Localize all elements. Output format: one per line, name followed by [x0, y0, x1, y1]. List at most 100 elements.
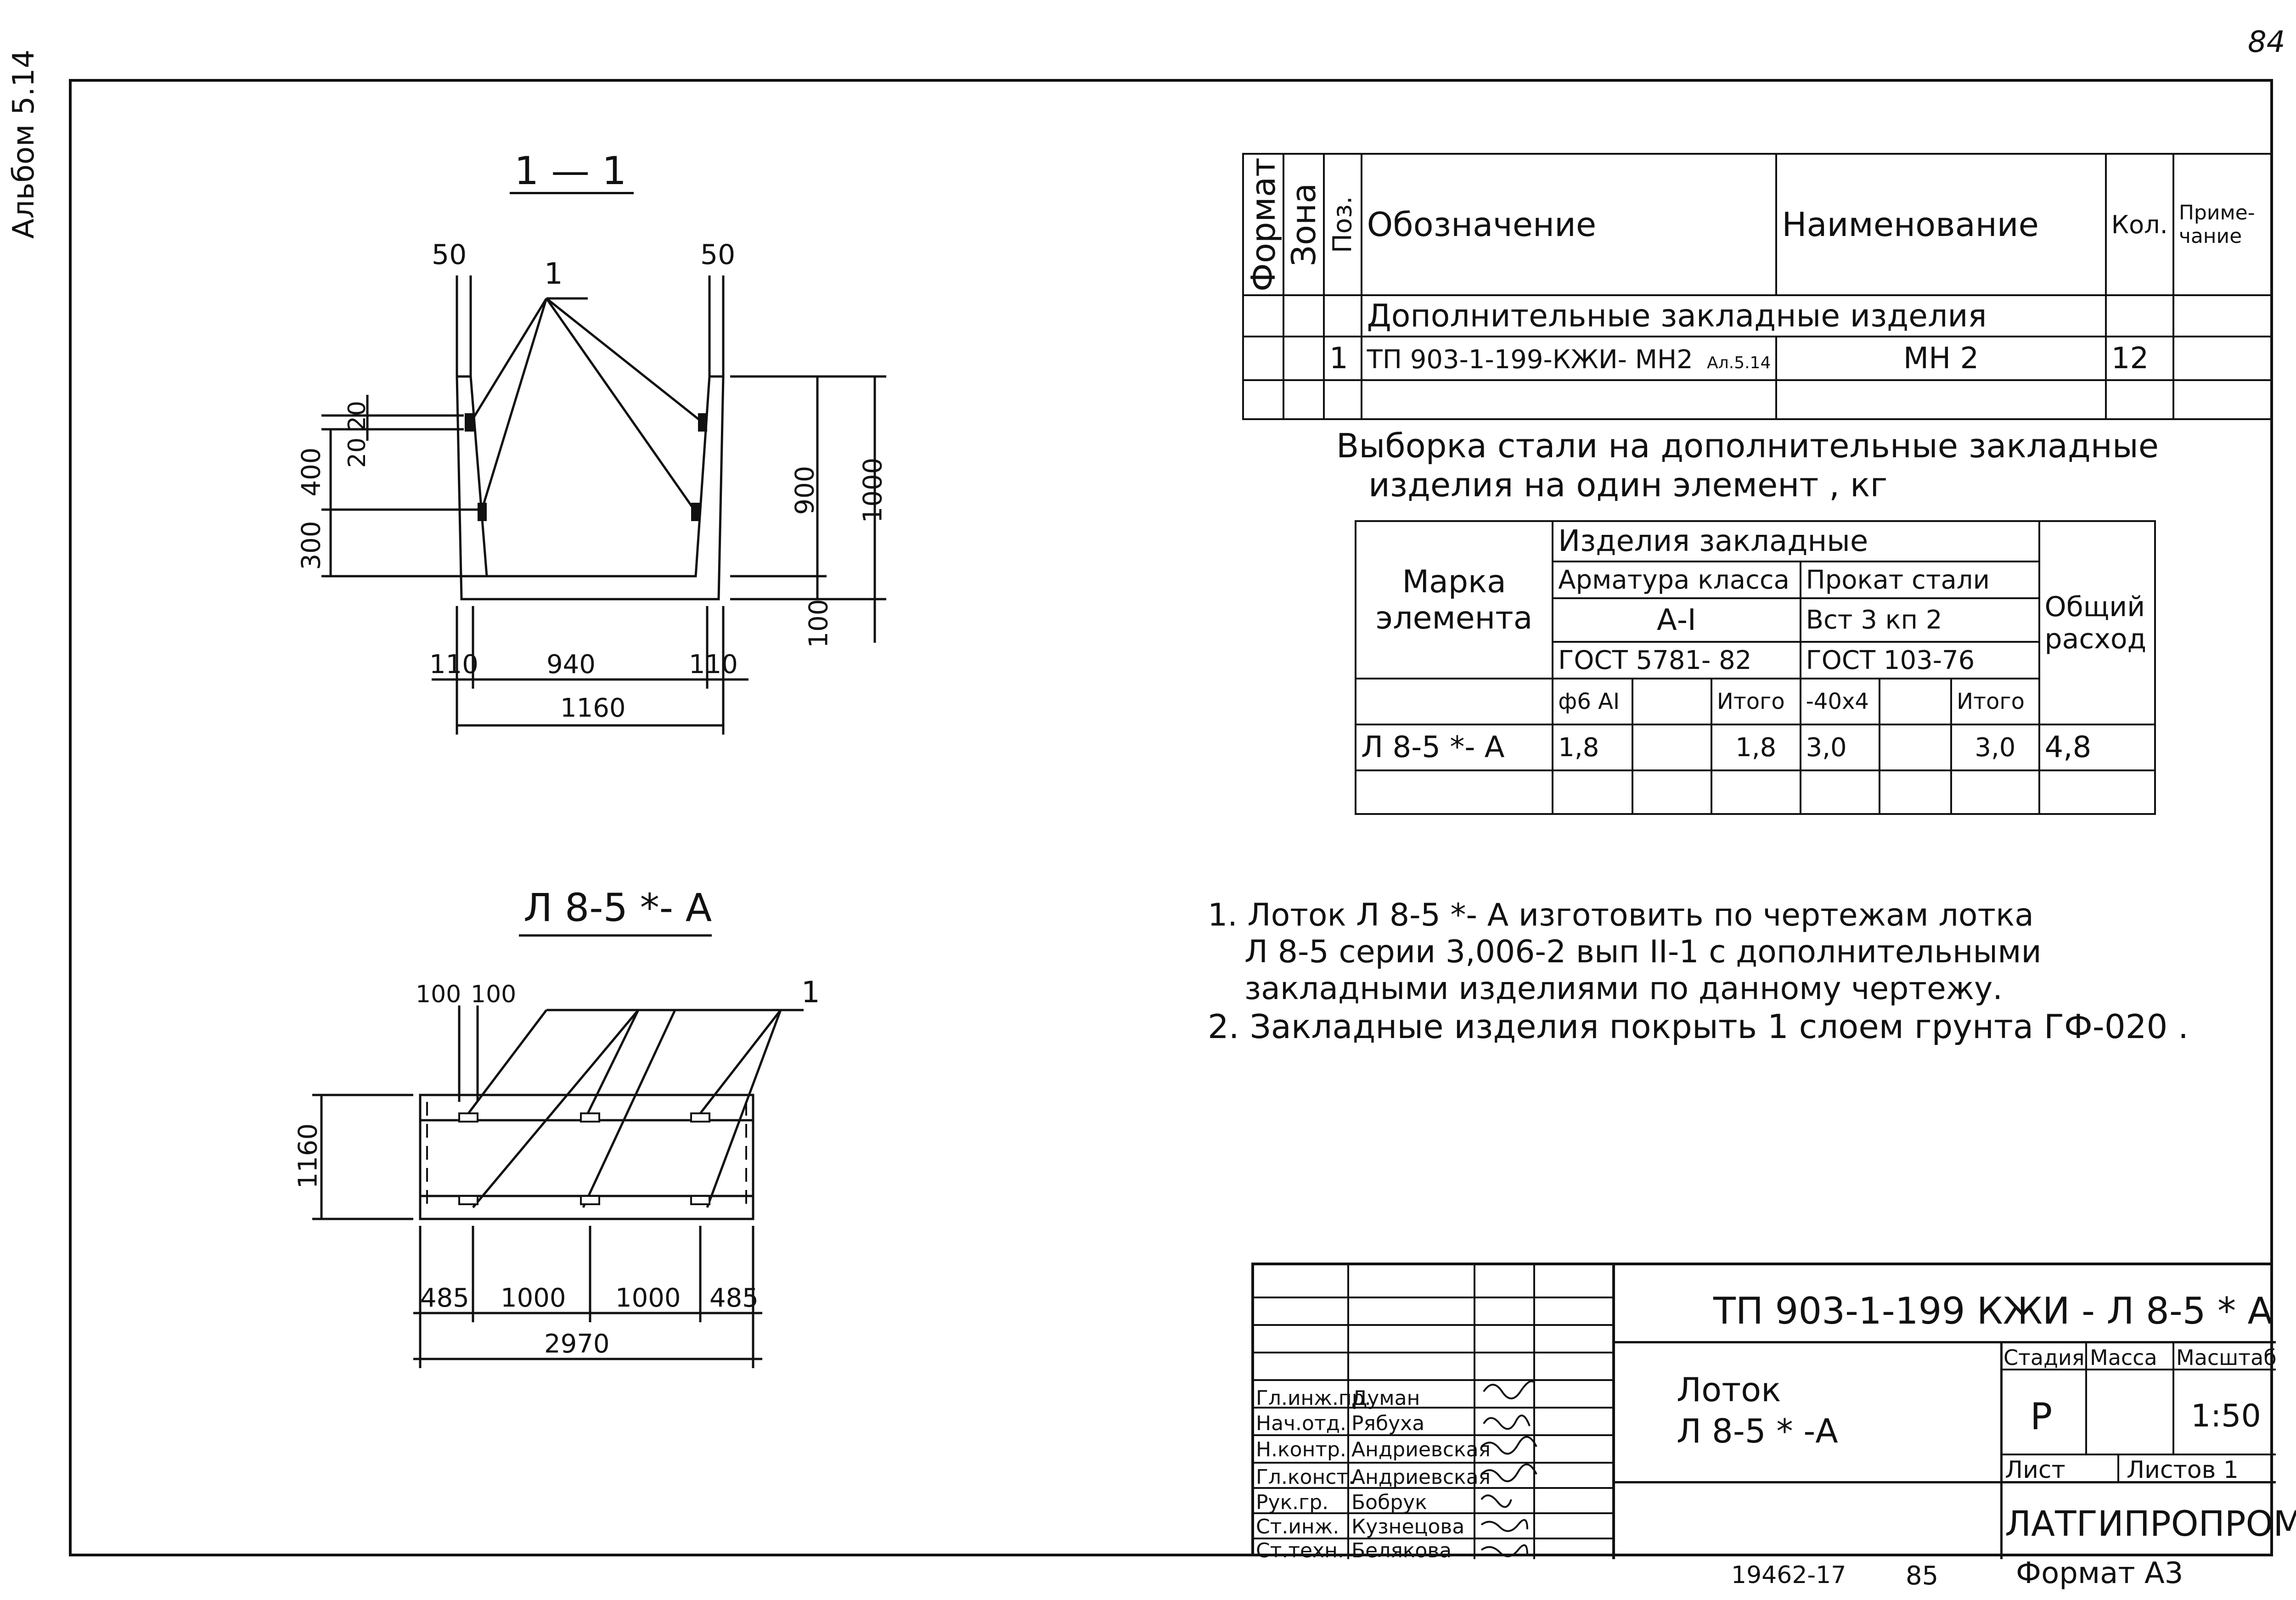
sheets-label: Листов 1: [2127, 1456, 2239, 1484]
dim-110-right: 110: [689, 650, 738, 679]
steel-row-total: 4,8: [2038, 724, 2156, 771]
stage-value: Р: [2030, 1395, 2053, 1438]
plan-dim-485a: 485: [420, 1283, 469, 1313]
dim-940: 940: [546, 650, 596, 679]
spec-header-pos: Поз.: [1324, 154, 1362, 296]
steel-header-rolled-gost: ГОСТ 103-76: [1799, 641, 2040, 679]
title-block-v1: [2000, 1341, 2003, 1559]
title-block-h3: [2000, 1369, 2276, 1370]
title-block-v4: [2117, 1454, 2119, 1481]
steel-header-c1: ф6 АI: [1552, 678, 1634, 725]
note-line-1: 1. Лоток Л 8-5 *- А изготовить по чертеж…: [1208, 897, 2034, 933]
steel-row-c3: 1,8: [1710, 724, 1801, 771]
name-3: Андриевская: [1351, 1465, 1491, 1489]
plan-dim-485b: 485: [709, 1283, 759, 1313]
role-5: Ст.инж.: [1256, 1515, 1339, 1538]
stage-label: Стадия: [2003, 1345, 2085, 1370]
steel-header-rolled-grade: Вст 3 кп 2: [1799, 597, 2040, 643]
section-title: 1 — 1: [514, 148, 627, 193]
name-2: Андриевская: [1351, 1438, 1491, 1461]
spec-header-designation: Обозначение: [1360, 152, 1778, 297]
steel-header-total: Общий расход: [2038, 520, 2156, 725]
plan-dim-100a: 100: [416, 981, 461, 1008]
sheet-label: Лист: [2005, 1456, 2065, 1484]
steel-table: Марка элемента Изделия закладные Общий р…: [1354, 520, 2156, 815]
page-number: 84: [2248, 25, 2285, 59]
steel-header-rebar-grade: А-I: [1552, 597, 1801, 643]
item-title-line2: Л 8-5 * -А: [1677, 1412, 1838, 1450]
plan-leader-label: 1: [801, 976, 820, 1010]
steel-row-c2: [1632, 724, 1712, 771]
steel-header-c5: [1879, 678, 1953, 725]
spec-row-name: МН 2: [1775, 336, 2107, 382]
steel-header-c4: -40х4: [1799, 678, 1881, 725]
plan-dim-side: 1160: [293, 1123, 323, 1189]
title-block-h1: [1612, 1341, 2276, 1343]
role-6: Ст.техн.: [1256, 1539, 1344, 1562]
drawing-code: ТП 903-1-199 КЖИ - Л 8-5 * А: [1713, 1290, 2273, 1332]
inventory-number: 19462-17: [1731, 1561, 1846, 1589]
steel-header-rebar-class: Арматура класса: [1552, 561, 1801, 599]
dim-top-right: 50: [700, 239, 736, 271]
dim-110-left: 110: [429, 650, 478, 679]
plan-dim-1000b: 1000: [615, 1283, 681, 1313]
title-block-v3: [2172, 1341, 2174, 1454]
plan-dim-1000a: 1000: [501, 1283, 566, 1313]
spec-row-pos: 1: [1323, 336, 1362, 382]
spec-row-designation: ТП 903-1-199-КЖИ- МН2 Ал.5.14: [1360, 336, 1778, 382]
item-title-line1: Лоток: [1677, 1370, 1781, 1409]
spec-row-designation-sub: Ал.5.14: [1707, 353, 1771, 372]
spec-header-name: Наименование: [1775, 152, 2107, 297]
spec-header-note: Приме-чание: [2172, 152, 2273, 297]
title-block-h4: [2000, 1454, 2276, 1455]
plan-dim-100b: 100: [471, 981, 517, 1008]
steel-row-c1: 1,8: [1552, 724, 1634, 771]
steel-row-c6: 3,0: [1950, 724, 2040, 771]
specification-table: Формат Зона Поз. Обозначение Наименовани…: [1242, 152, 2273, 421]
signature-grid: [1254, 1265, 1612, 1559]
dim-top-left: 50: [432, 239, 467, 271]
note-line-4: 2. Закладные изделия покрыть 1 слоем гру…: [1208, 1007, 2189, 1046]
plan-view-drawing: [312, 1005, 804, 1368]
plan-title-underline: [519, 934, 712, 937]
title-block-divider: [1612, 1265, 1615, 1559]
steel-header-rolled: Прокат стали: [1799, 561, 2040, 599]
section-leader-label: 1: [544, 257, 563, 291]
role-4: Рук.гр.: [1256, 1491, 1329, 1514]
name-1: Рябуха: [1351, 1412, 1425, 1435]
steel-header-c6: Итого: [1950, 678, 2040, 725]
steel-header-rebar-gost: ГОСТ 5781- 82: [1552, 641, 1801, 679]
steel-header-c2: [1632, 678, 1712, 725]
steel-caption-line1: Выборка стали на дополнительные закладны…: [1336, 427, 2159, 465]
steel-row-mark: Л 8-5 *- А: [1354, 724, 1554, 771]
section-title-underline: [510, 192, 634, 194]
page-below: 85: [1906, 1561, 1939, 1591]
role-1: Нач.отд.: [1256, 1412, 1346, 1435]
title-block-h2: [1612, 1481, 2276, 1483]
spec-header-zone: Зона: [1283, 154, 1324, 296]
role-0: Гл.инж.пр.: [1256, 1387, 1371, 1410]
spec-row-qty: 12: [2105, 336, 2174, 382]
note-line-2: Л 8-5 серии 3,006-2 вып II-1 с дополните…: [1244, 934, 2042, 970]
name-0: Думан: [1351, 1387, 1420, 1410]
title-block-v2: [2085, 1341, 2087, 1454]
steel-header-c3: Итого: [1710, 678, 1801, 725]
plan-dim-2970: 2970: [544, 1329, 610, 1359]
name-6: Белякова: [1351, 1539, 1452, 1562]
plan-title: Л 8-5 *- А: [523, 885, 712, 930]
steel-row-c4: 3,0: [1799, 724, 1881, 771]
steel-row-c5: [1879, 724, 1953, 771]
sheet-frame: [69, 79, 2273, 1556]
spec-row-designation-main: ТП 903-1-199-КЖИ- МН2: [1367, 344, 1693, 375]
organization: ЛАТГИПРОПРОМ: [2005, 1503, 2296, 1544]
name-5: Кузнецова: [1351, 1515, 1465, 1538]
dim-1160: 1160: [560, 693, 626, 723]
scale-value: 1:50: [2191, 1398, 2261, 1434]
name-4: Бобрук: [1351, 1491, 1427, 1514]
format-label: Формат А3: [2016, 1556, 2183, 1590]
scale-label: Масштаб: [2176, 1345, 2277, 1370]
steel-header-mark: Марка элемента: [1354, 520, 1554, 679]
note-line-3: закладными изделиями по данному чертежу.: [1244, 971, 2003, 1007]
spec-header-qty: Кол.: [2105, 152, 2174, 297]
role-2: Н.контр.: [1256, 1438, 1346, 1461]
